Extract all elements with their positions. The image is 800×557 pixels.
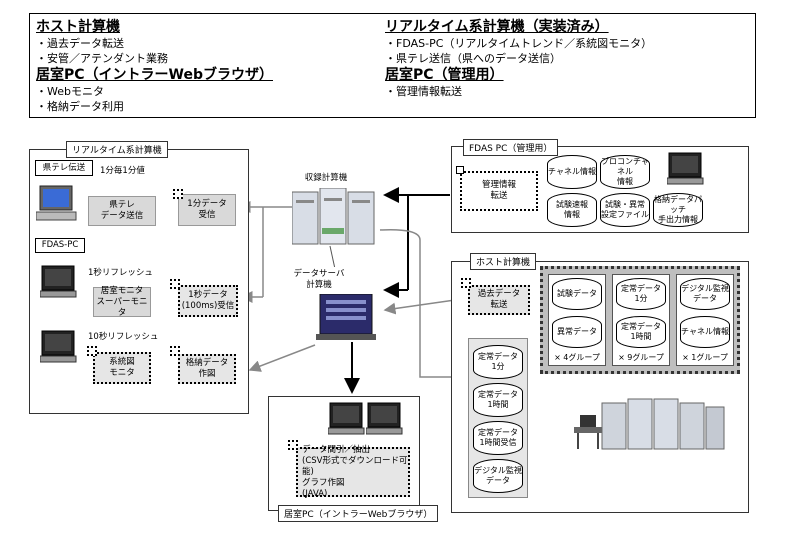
kako-transfer-box: 過去データ 転送 (468, 285, 530, 315)
header-mgmt-title: 居室PC（管理用） (385, 67, 504, 83)
monitor-icon (328, 402, 365, 435)
cylinder-test-data: 試験データ (552, 278, 602, 310)
cylinder-stored-data-patch: 格納データパッチ 手出力情報 (653, 193, 703, 227)
interval-1min-label: 1分毎1分値 (100, 166, 145, 176)
corner-marker (87, 346, 97, 356)
fdas-mgmt-title: FDAS PC（管理用） (463, 139, 559, 156)
header-realtime-item: ・FDAS-PC（リアルタイムトレンド／系統図モニタ） (385, 37, 653, 50)
realtime-panel-title: リアルタイム系計算機 (66, 141, 168, 158)
refresh-1sec-label: 1秒リフレッシュ (88, 268, 153, 278)
monitor-icon (366, 402, 403, 435)
header-realtime-title: リアルタイム系計算機（実装済み） (385, 19, 609, 35)
corner-marker (170, 279, 180, 289)
corner-marker (461, 278, 471, 288)
header-right-column: リアルタイム系計算機（実装済み） ・FDAS-PC（リアルタイムトレンド／系統図… (385, 18, 652, 99)
cylinder-steady-1min: 定常データ 1分 (473, 345, 523, 379)
computer-icon (36, 185, 77, 221)
corner-marker (170, 346, 180, 356)
cylinder-steady-1hour: 定常データ 1時間 (616, 316, 666, 348)
cylinder-channel-info: チャネル情報 (547, 155, 597, 189)
group-count-label: × 4グループ (554, 353, 600, 362)
cylinder-steady-1hour: 定常データ 1時間 (473, 383, 523, 417)
group-count-label: × 9グループ (618, 353, 664, 362)
cylinder-test-report: 試験速報 情報 (547, 193, 597, 227)
host-panel-title: ホスト計算機 (470, 253, 537, 270)
corner-marker (456, 166, 464, 174)
shuroku-label: 収録計算機 (297, 171, 355, 186)
header-host-title: ホスト計算機 (36, 19, 120, 35)
cylinder-digital-monitor: デジタル監視 データ (680, 278, 730, 310)
cylinder-channel-info: チャネル情報 (680, 316, 730, 348)
keitouzu-monitor-box: 系統図 モニタ (93, 352, 151, 384)
kyoshitsu-monitor-box: 居室モニタ スーパーモニタ (93, 286, 151, 318)
corner-marker (173, 189, 183, 199)
ken-tele-send-box: 県テレ データ送信 (88, 196, 156, 226)
recv-1sec-box: 1秒データ (100ms)受信 (178, 285, 238, 317)
summary-header: ホスト計算機 ・過去データ転送 ・安管／アテンダント業務 居室PC（イントラーW… (29, 13, 756, 118)
intra-function-box: データ間引／抽出 (CSV形式でダウンロード可能) グラフ作図 (JAVA) (296, 445, 410, 499)
header-intra-title: 居室PC（イントラーWebブラウザ） (36, 67, 273, 83)
cylinder-procon-channel: プロコンチャネル 情報 (600, 155, 650, 189)
cylinder-digital-monitor: デジタル監視 データ (473, 459, 523, 493)
ken-tele-label: 県テレ伝送 (35, 160, 93, 176)
mainframe-icon (574, 398, 725, 450)
cylinder-test-anomaly-file: 試験・異常 設定ファイル (600, 193, 650, 227)
group-count-label: × 1グループ (682, 353, 728, 362)
header-mgmt-item: ・管理情報転送 (385, 85, 462, 98)
dataserver-label: データサーバ 計算機 (284, 267, 354, 293)
fdas-pc-label: FDAS-PC (35, 238, 85, 253)
header-intra-item: ・Webモニタ (36, 85, 104, 98)
data-server-icon (316, 294, 376, 340)
cylinder-steady-1hour-recv: 定常データ 1時間受信 (473, 421, 523, 455)
header-host-item: ・安管／アテンダント業務 (36, 52, 168, 65)
header-host-item: ・過去データ転送 (36, 37, 124, 50)
header-left-column: ホスト計算機 ・過去データ転送 ・安管／アテンダント業務 居室PC（イントラーW… (36, 18, 273, 114)
kanri-transfer-box: 管理情報 転送 (460, 171, 538, 211)
server-rack-icon (292, 188, 375, 245)
monitor-icon (40, 265, 77, 298)
monitor-icon (40, 330, 77, 363)
cylinder-steady-1min: 定常データ 1分 (616, 278, 666, 310)
refresh-10sec-label: 10秒リフレッシュ (88, 332, 159, 342)
header-realtime-item: ・県テレ送信（県へのデータ送信） (385, 52, 561, 65)
cylinder-anomaly-data: 異常データ (552, 316, 602, 348)
kakunou-sakuzu-box: 格納データ 作図 (178, 354, 236, 384)
intra-pc-title: 居室PC（イントラーWebブラウザ） (278, 505, 439, 522)
recv-1min-box: 1分データ 受信 (178, 194, 236, 226)
corner-marker (288, 440, 298, 450)
header-intra-item: ・格納データ利用 (36, 100, 124, 113)
monitor-icon (667, 152, 704, 185)
